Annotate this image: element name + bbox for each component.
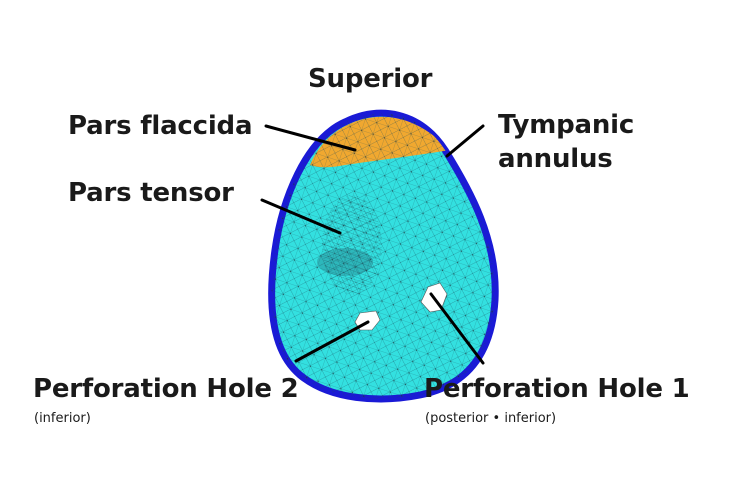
leader-perforation-hole-1 (429, 292, 485, 365)
label-pars-flaccida: Pars flaccida (68, 111, 253, 141)
label-perforation-hole-1: Perforation Hole 1 (424, 374, 690, 404)
label-pars-tensor: Pars tensor (68, 178, 234, 208)
label-tympanic-annulus-line2: annulus (498, 144, 613, 174)
leader-perforation-hole-2 (294, 320, 370, 363)
label-tympanic-annulus-line1: Tympanic (498, 110, 635, 140)
pars-tensor-region (322, 195, 382, 295)
leader-tympanic-annulus (445, 124, 485, 158)
leader-pars-tensor (260, 198, 342, 235)
label-perforation-hole-2: Perforation Hole 2 (33, 374, 299, 404)
label-perforation-hole-2-sub: (inferior) (34, 411, 91, 426)
label-superior: Superior (308, 64, 433, 94)
label-perforation-hole-1-sub: (posterior • inferior) (425, 411, 557, 426)
leader-pars-flaccida (264, 124, 357, 152)
